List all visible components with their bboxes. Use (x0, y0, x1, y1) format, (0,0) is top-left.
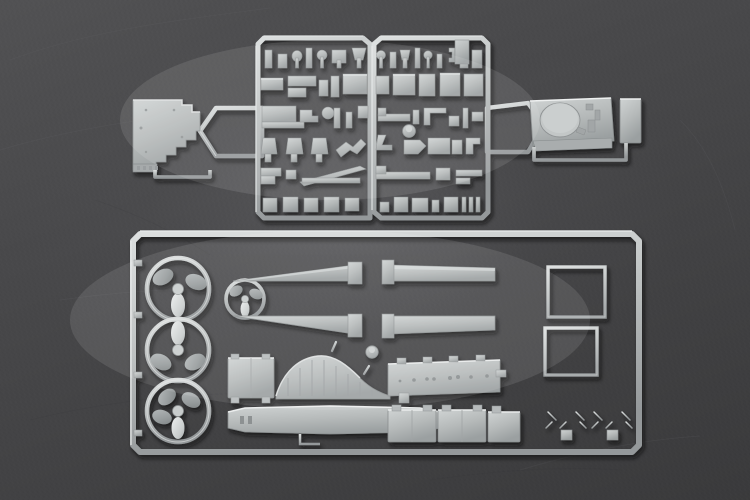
open-frame (533, 258, 620, 377)
arched-bridge-deck (275, 340, 391, 408)
part-left-plate (132, 99, 265, 179)
davit-cluster (544, 404, 636, 441)
sprue-lower-large (130, 230, 642, 455)
sprue-upper-main (132, 35, 642, 221)
locker-box (227, 353, 275, 404)
part-right-superstructure (484, 97, 642, 162)
photo-sheen (70, 40, 590, 410)
long-perforated-deck (387, 354, 507, 404)
propeller-large (144, 255, 212, 445)
locker-box-row (387, 404, 521, 443)
